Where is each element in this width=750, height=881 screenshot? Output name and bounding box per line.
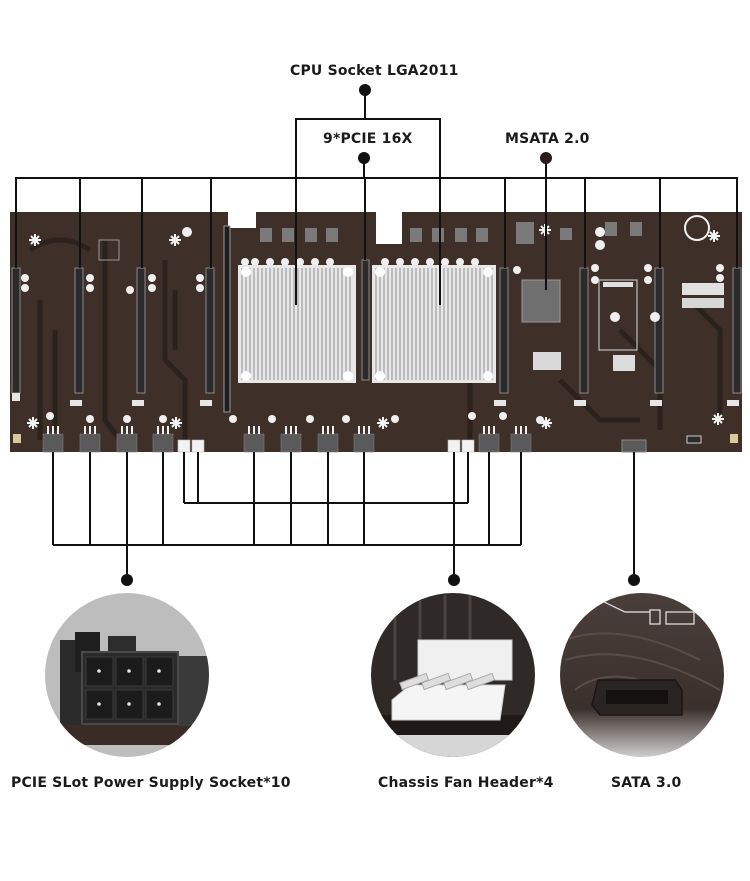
pcie-slot [74, 267, 84, 394]
power-socket-detail [45, 593, 209, 757]
pcie-slot [654, 267, 664, 394]
pcie-slot [11, 267, 21, 394]
cpu-heatsink-right [372, 265, 496, 383]
power-socket [42, 433, 64, 453]
sata-detail [560, 593, 724, 757]
pcie-slot [205, 267, 215, 394]
fan-header-detail [371, 593, 535, 757]
pcie-slot [361, 259, 370, 381]
chipset [521, 279, 561, 323]
msata-label: MSATA 2.0 [505, 131, 590, 147]
fan-header-label: Chassis Fan Header*4 [378, 775, 554, 791]
top-callout-dots [358, 84, 552, 164]
msata-callout-dot [540, 152, 552, 164]
fan-header [177, 439, 191, 453]
vrm-components [260, 222, 642, 244]
pcie-callout-dot [358, 152, 370, 164]
sata-label: SATA 3.0 [611, 775, 682, 791]
pcie-slot [579, 267, 589, 394]
power-socket [243, 433, 265, 453]
fan-callout-dot [448, 574, 460, 586]
power-socket [317, 433, 339, 453]
pcie-slots-label: 9*PCIE 16X [323, 131, 413, 147]
msata-slot [598, 279, 638, 351]
bottom-callout-lines [52, 452, 635, 580]
pcie-slot [136, 267, 146, 394]
power-socket [152, 433, 174, 453]
fan-header [447, 439, 461, 453]
fan-header [461, 439, 475, 453]
cmos-battery [684, 215, 710, 241]
power-callout-dot [121, 574, 133, 586]
sata-connector [621, 439, 647, 453]
bottom-callout-dots [121, 574, 640, 586]
power-socket [510, 433, 532, 453]
motherboard [10, 212, 742, 453]
power-socket [353, 433, 375, 453]
power-socket [478, 433, 500, 453]
fan-headers [177, 439, 475, 453]
pcie-slot [499, 267, 509, 394]
sata-callout-dot [628, 574, 640, 586]
power-socket-label: PCIE SLot Power Supply Socket*10 [11, 775, 291, 791]
power-socket [116, 433, 138, 453]
pcie-slot [732, 267, 742, 394]
cpu-socket-label: CPU Socket LGA2011 [290, 63, 459, 79]
power-socket [280, 433, 302, 453]
power-socket [79, 433, 101, 453]
slot-latches [12, 393, 739, 406]
fan-header [191, 439, 205, 453]
top-callout-lines [15, 90, 738, 305]
cpu-callout-dot [359, 84, 371, 96]
